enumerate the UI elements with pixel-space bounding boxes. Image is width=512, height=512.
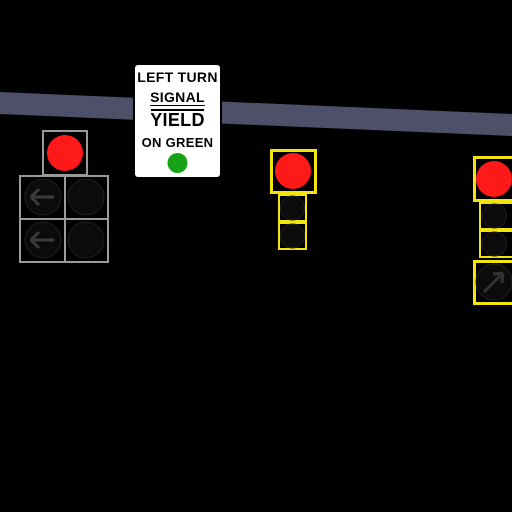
left-arrow-icon [29, 187, 54, 207]
mast-arm [0, 92, 512, 136]
right-yellow-lens [482, 203, 507, 229]
left-turn-signal-cluster [19, 130, 109, 263]
center-red-light [275, 153, 311, 189]
left-red-light [47, 135, 83, 171]
sign-green-dot [167, 153, 188, 173]
center-signal-head [270, 149, 317, 250]
right-red-light [476, 161, 512, 197]
sign-line-yield: YIELD [150, 110, 205, 130]
diagonal-arrow-icon [482, 271, 505, 294]
center-yellow-lens [280, 195, 305, 221]
left-turn-yield-sign [133, 63, 222, 179]
left-ball-lens-bottom [67, 221, 105, 259]
left-arrow-icon [29, 230, 54, 250]
sign-divider [151, 109, 204, 111]
right-signal-head [473, 156, 512, 305]
right-green-lens [482, 231, 507, 257]
sign-line-signal: SIGNAL [150, 89, 205, 105]
left-ball-lens-top [67, 178, 105, 216]
sign-text: LEFT TURN SIGNAL YIELD ON GREEN [135, 65, 220, 177]
sign-line-on-green: ON GREEN [141, 135, 214, 150]
center-green-lens [280, 223, 305, 249]
sign-line-left-turn: LEFT TURN [137, 69, 218, 85]
